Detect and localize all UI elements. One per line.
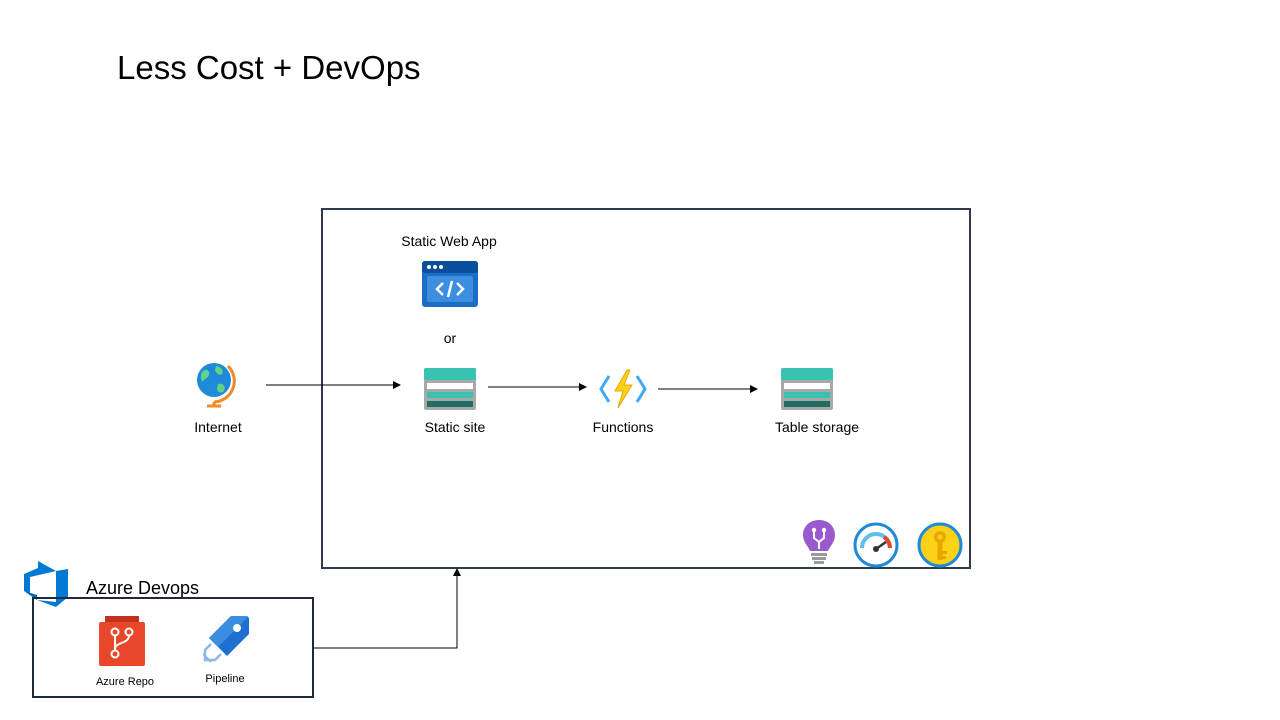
azure-repo-icon [99,616,145,666]
azure-devops-title: Azure Devops [86,578,200,598]
static-web-app-icon [422,261,478,307]
azure-boundary-box [321,208,971,569]
internet-label: Internet [194,419,242,435]
or-text: or [443,330,457,346]
functions-label: Functions [592,419,654,435]
table-storage-label: Table storage [774,419,860,435]
pipeline-label: Pipeline [205,673,245,685]
storage-account-icon [424,368,476,410]
pipeline-icon [201,614,251,664]
key-vault-icon [917,522,963,568]
azure-repo-label: Azure Repo [95,676,155,688]
devops-box [32,597,314,698]
static-site-label: Static site [424,419,486,435]
monitor-gauge-icon [853,522,899,568]
table-storage-icon [781,368,833,410]
slide-title: Less Cost + DevOps [117,49,421,86]
static-web-app-label: Static Web App [401,233,497,249]
arrow-devops-to-boundary [314,568,461,649]
app-insights-icon [801,518,837,566]
function-app-icon [599,368,647,410]
globe-icon [194,358,238,408]
